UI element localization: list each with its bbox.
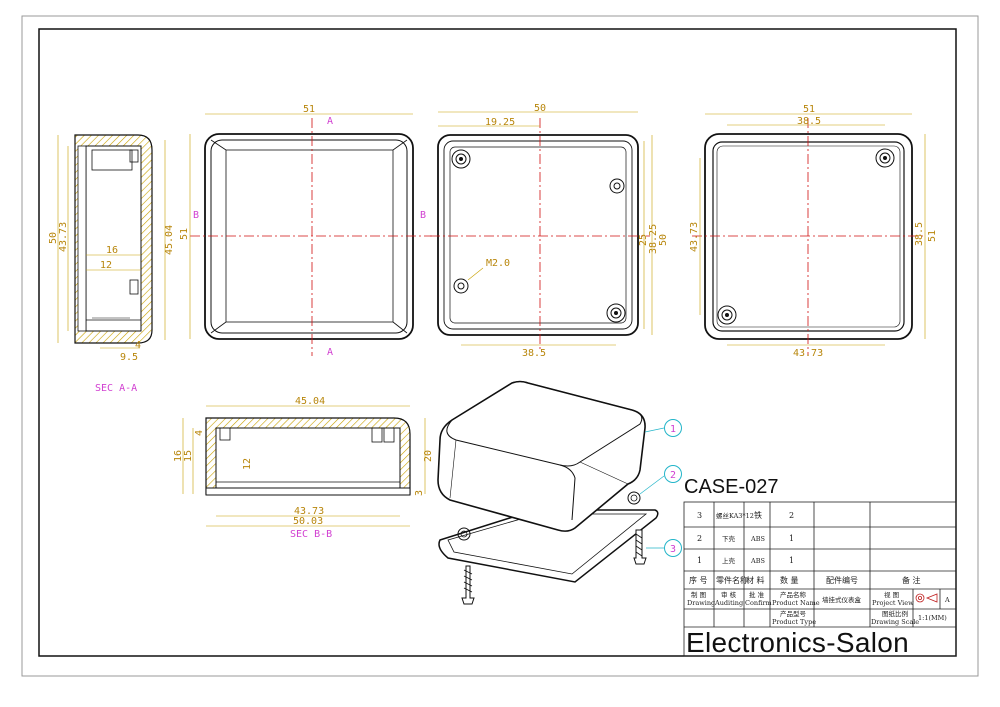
drawing-en: Drawing (687, 599, 715, 607)
dim-sb-4: 4 (194, 430, 205, 436)
view-letter: A (944, 596, 950, 604)
auditing-cn: 审 核 (721, 590, 737, 599)
top-view (189, 113, 432, 356)
drawing-frame (38, 28, 957, 657)
dim-sb-20: 20 (423, 450, 434, 462)
dim-side-4: 4 (135, 340, 141, 351)
product-name-value: 墙挂式仪表盒 (822, 595, 862, 604)
row-1-no: 1 (697, 556, 702, 565)
confirm-cn: 批 准 (749, 590, 765, 599)
callout-1: 1 (670, 424, 676, 435)
marker-b-right: B (420, 210, 426, 221)
model-number: CASE-027 (684, 476, 779, 498)
section-b-b-label: SEC B-B (290, 529, 332, 540)
header-remark: 备 注 (902, 575, 921, 585)
dim-side-45-04: 45.04 (164, 225, 175, 255)
scale-en: Drawing Scale (871, 618, 919, 626)
dim-sb-3: 3 (414, 490, 425, 496)
row-2-name: 下壳 (722, 534, 736, 543)
dim-lid-51-right: 51 (927, 230, 938, 242)
dim-inside-19-25: 19.25 (485, 117, 515, 128)
scale-cn: 图纸比例 (882, 609, 908, 618)
dim-sb-16: 16 (173, 450, 184, 462)
header-material: 材 料 (746, 575, 765, 585)
drawing-cn: 制 图 (691, 590, 706, 599)
callout-3: 3 (670, 544, 676, 555)
product-name-cn: 产品名称 (780, 590, 807, 599)
brand-name: Electronics-Salon (686, 627, 909, 658)
row-1-qty: 1 (789, 556, 794, 565)
scale-value: 1:1(MM) (918, 614, 947, 622)
row-1-name: 上壳 (722, 556, 736, 565)
dim-sb-15: 15 (183, 450, 194, 462)
row-3-qty: 2 (789, 511, 794, 520)
dim-inside-width-50: 50 (534, 103, 546, 114)
row-2-no: 2 (697, 534, 702, 543)
outer-sheet-border (21, 15, 979, 677)
header-name: 零件名称 (716, 575, 748, 585)
dim-side-9-5: 9.5 (120, 352, 138, 363)
marker-a-top: A (327, 116, 333, 127)
callout-2: 2 (670, 470, 676, 481)
dim-lid-43-73-left: 43.73 (689, 222, 700, 252)
project-view-en: Project View (872, 599, 914, 607)
project-view-cn: 视 图 (884, 590, 899, 599)
dim-sb-43-73: 43.73 (294, 506, 324, 517)
confirm-en: Confirm (745, 599, 772, 607)
header-no: 序 号 (689, 575, 708, 585)
dim-top-width-51: 51 (303, 104, 315, 115)
product-type-cn: 产品型号 (780, 609, 807, 618)
row-2-material: ABS (750, 535, 765, 543)
header-qty: 数 量 (780, 575, 799, 585)
dim-lid-width-51: 51 (803, 104, 815, 115)
dim-lid-38-5-right: 38.5 (914, 222, 925, 246)
dim-side-16: 16 (106, 245, 118, 256)
dim-side-50: 50 (48, 232, 59, 244)
section-a-a-label: SEC A-A (95, 383, 137, 394)
dim-lid-38-5: 38.5 (797, 116, 821, 127)
dim-top-height-51: 51 (179, 228, 190, 240)
dim-sb-45-04: 45.04 (295, 396, 325, 407)
row-2-qty: 1 (789, 534, 794, 543)
product-name-en: Product Name (772, 599, 820, 607)
dim-side-12: 12 (100, 260, 112, 271)
dim-inside-38-5: 38.5 (522, 348, 546, 359)
row-3-material: 铁 (754, 510, 762, 520)
marker-b-left: B (193, 210, 199, 221)
row-1-material: ABS (750, 557, 765, 565)
dim-side-43-73: 43.73 (58, 222, 69, 252)
row-3-name: 螺丝KA3*12 (716, 511, 754, 520)
note-m2: M2.0 (486, 258, 510, 269)
dim-lid-43-73-bottom: 43.73 (793, 348, 823, 359)
product-type-en: Product Type (772, 618, 816, 626)
section-b-b-view (182, 405, 426, 527)
title-block (683, 501, 957, 657)
auditing-en: Auditing (714, 599, 743, 607)
dim-sb-12: 12 (242, 458, 253, 470)
header-part-no: 配件编号 (826, 575, 858, 585)
dim-sb-50-03: 50.03 (293, 516, 323, 527)
row-3-no: 3 (697, 511, 702, 520)
lid-view (692, 113, 926, 356)
isometric-exploded-view (437, 380, 682, 605)
dim-inside-height-50: 50 (658, 234, 669, 246)
inside-view (430, 111, 653, 352)
section-a-a-view (57, 134, 166, 349)
dim-inside-38-25: 38.25 (648, 224, 659, 254)
marker-a-bottom: A (327, 347, 333, 358)
dim-inside-25: 25 (638, 234, 649, 246)
